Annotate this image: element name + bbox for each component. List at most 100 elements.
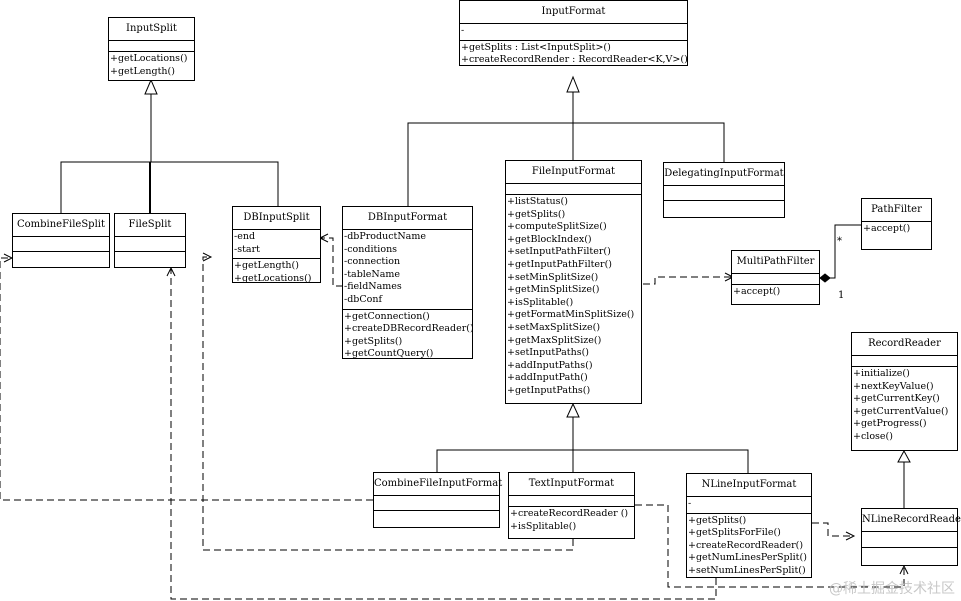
method-section bbox=[664, 201, 784, 204]
generalization-arrow-fileinputformat bbox=[566, 402, 580, 418]
class-combinefileinputformat: CombineFileInputFormat bbox=[373, 472, 502, 528]
method-item: +isSplitable() bbox=[507, 296, 574, 308]
method-item: +getSplitsForFile() bbox=[688, 527, 781, 539]
method-item: +nextKeyValue() bbox=[853, 380, 934, 392]
attribute-section bbox=[506, 184, 641, 195]
dependency-nlineinputformat-nlinerecordreader bbox=[812, 522, 854, 537]
method-item: +createRecordRender : RecordReader<K,V>(… bbox=[461, 54, 688, 66]
method-item: +getCountQuery() bbox=[344, 348, 434, 360]
method-item: +accept() bbox=[733, 286, 781, 297]
attribute-section: - bbox=[460, 24, 687, 41]
method-section: +getLocations()+getLength() bbox=[109, 52, 194, 80]
method-section: +listStatus()+getSplits()+computeSplitSi… bbox=[506, 195, 641, 400]
method-item: +getLocations() bbox=[110, 53, 188, 64]
class-inputformat: InputFormat-+getSplits : List<InputSplit… bbox=[459, 0, 688, 66]
method-item: +createRecordReader() bbox=[688, 539, 804, 551]
class-name: FileInputFormat bbox=[506, 161, 641, 184]
attribute-section: - bbox=[687, 497, 811, 514]
method-section bbox=[13, 252, 109, 255]
method-item: +getCurrentValue() bbox=[853, 405, 949, 417]
attribute-item: -end bbox=[234, 231, 256, 242]
attribute-item: - bbox=[461, 25, 465, 36]
method-item: +computeSplitSize() bbox=[507, 221, 607, 233]
method-section: +accept() bbox=[732, 285, 819, 301]
class-name: MultiPathFilter bbox=[732, 251, 819, 274]
method-item: +getInputPaths() bbox=[507, 384, 591, 396]
class-name: DBInputSplit bbox=[233, 207, 320, 230]
dependency-combinefileinputformat-combinefilesplit bbox=[0, 257, 373, 501]
method-item: +setInputPathFilter() bbox=[507, 246, 611, 258]
class-dbinputsplit: DBInputSplit-end-start+getLength()+getLo… bbox=[232, 206, 321, 284]
class-name: RecordReader bbox=[852, 333, 957, 356]
attribute-section bbox=[664, 186, 784, 201]
attribute-section: -dbProductName-conditions-connection-tab… bbox=[343, 230, 472, 310]
generalization-arrow-inputsplit bbox=[144, 78, 158, 95]
generalization-arrow-recordreader bbox=[897, 449, 911, 463]
class-name: DelegatingInputFormat bbox=[664, 163, 784, 186]
multiplicity-many: * bbox=[837, 236, 842, 247]
class-fileinputformat: FileInputFormat +listStatus()+getSplits()… bbox=[505, 160, 642, 404]
method-item: +getSplits() bbox=[507, 208, 566, 220]
method-section bbox=[115, 252, 185, 255]
method-item: +getMaxSplitSize() bbox=[507, 334, 602, 346]
method-item: +getSplits() bbox=[688, 514, 747, 526]
method-section: +getSplits()+getSplitsForFile()+createRe… bbox=[687, 514, 811, 580]
class-pathfilter: PathFilter+accept() bbox=[861, 198, 932, 250]
class-delegatinginputformat: DelegatingInputFormat bbox=[663, 162, 785, 218]
class-nlinerecordreader: NLineRecordReader bbox=[861, 508, 961, 566]
method-section: +createRecordReader ()+isSplitable() bbox=[509, 507, 634, 535]
attribute-section: -end-start bbox=[233, 230, 320, 260]
attribute-section bbox=[852, 356, 957, 367]
attribute-item: -start bbox=[234, 243, 260, 255]
dependency-dbinputformat-dbinputsplit bbox=[320, 237, 343, 287]
dependency-arrowhead-filesplit-a bbox=[202, 252, 213, 262]
method-item: +initialize() bbox=[853, 368, 910, 379]
method-section: +getLength()+getLocations() bbox=[233, 259, 320, 287]
method-item: +getLocations() bbox=[234, 272, 312, 284]
method-item: +setMinSplitSize() bbox=[507, 271, 599, 283]
method-item: +getSplits : List<InputSplit>() bbox=[461, 41, 611, 53]
class-filesplit: FileSplit bbox=[114, 213, 186, 268]
dependency-textinputformat-nlinerecordreader bbox=[635, 504, 905, 588]
method-item: +setMaxSplitSize() bbox=[507, 321, 601, 333]
method-item: +getProgress() bbox=[853, 418, 927, 430]
method-item: +getBlockIndex() bbox=[507, 233, 592, 245]
multiplicity-one: 1 bbox=[838, 290, 845, 301]
method-item: +addInputPaths() bbox=[507, 359, 593, 371]
attribute-item: - bbox=[688, 498, 692, 509]
class-name: PathFilter bbox=[862, 199, 931, 222]
inherit-line-inputformat-branches bbox=[407, 122, 725, 206]
attribute-item: -dbConf bbox=[344, 293, 382, 305]
method-section: +accept() bbox=[862, 222, 931, 238]
attribute-section bbox=[115, 237, 185, 252]
class-inputsplit: InputSplit+getLocations()+getLength() bbox=[108, 17, 195, 81]
aggregation-diamond bbox=[819, 273, 831, 283]
dependency-arrowhead-nlinerecordreader-b bbox=[845, 531, 856, 541]
class-name: FileSplit bbox=[115, 214, 185, 237]
attribute-section bbox=[13, 237, 109, 252]
method-item: +getMinSplitSize() bbox=[507, 284, 600, 296]
attribute-item: -dbProductName bbox=[344, 231, 426, 242]
method-item: +getLength() bbox=[234, 260, 299, 272]
class-nlineinputformat: NLineInputFormat-+getSplits()+getSplitsF… bbox=[686, 473, 812, 578]
class-name: CombineFileSplit bbox=[13, 214, 109, 237]
method-item: +getInputPathFilter() bbox=[507, 258, 612, 270]
inherit-line-fileinputformat-branches bbox=[436, 449, 749, 473]
attribute-item: -connection bbox=[344, 256, 401, 268]
method-item: +accept() bbox=[863, 223, 911, 234]
class-name: NLineRecordReader bbox=[862, 509, 961, 532]
method-item: +getNumLinesPerSplit() bbox=[688, 552, 807, 564]
method-item: +getFormatMinSplitSize() bbox=[507, 309, 635, 321]
watermark: @稀土掘金技术社区 bbox=[829, 581, 955, 597]
dependency-fileinputformat-multipathfilter bbox=[643, 276, 733, 285]
class-recordreader: RecordReader +initialize()+nextKeyValue()… bbox=[851, 332, 958, 451]
dependency-textinputformat-filesplit bbox=[202, 256, 574, 551]
class-name: TextInputFormat bbox=[509, 473, 634, 496]
method-item: +addInputPath() bbox=[507, 372, 588, 384]
class-multipathfilter: MultiPathFilter +accept() bbox=[731, 250, 820, 305]
method-section bbox=[862, 548, 957, 551]
class-textinputformat: TextInputFormat +createRecordReader ()+is… bbox=[508, 472, 635, 539]
method-item: +createRecordReader () bbox=[510, 508, 629, 519]
attribute-section bbox=[862, 532, 957, 548]
